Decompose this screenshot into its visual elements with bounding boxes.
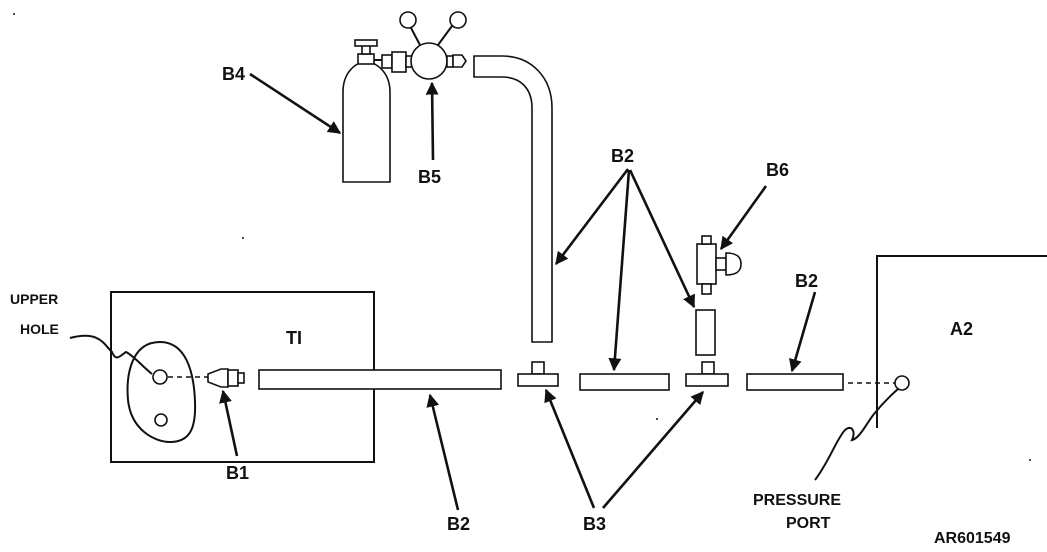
b5-arrow [425, 81, 439, 161]
b2-top-label: B2 [611, 146, 634, 166]
long-tube [258, 369, 502, 390]
b2-right-label: B2 [795, 271, 818, 291]
valve [696, 235, 742, 295]
b1-adapter [207, 368, 245, 388]
b2-arrow-to-hose [554, 168, 630, 266]
b3-arrow-right [602, 391, 704, 509]
tee-fitting-left [517, 361, 559, 387]
curved-hose [473, 55, 553, 343]
a2-box [876, 255, 1047, 428]
figure-id: AR601549 [934, 530, 1011, 547]
b2-right-arrow [789, 291, 817, 373]
b4-label: B4 [222, 64, 245, 84]
pressure-port [894, 375, 910, 391]
upper-hole-leader [69, 334, 153, 375]
b3-label: B3 [583, 514, 606, 534]
upper-hole-label-2: HOLE [20, 321, 59, 337]
b1-label: B1 [226, 463, 249, 483]
b4-arrow [249, 72, 342, 135]
speck [13, 13, 15, 15]
b6-arrow [719, 185, 768, 251]
ti-label: TI [286, 328, 302, 348]
pressure-port-label-2: PORT [786, 515, 831, 532]
speck [1029, 459, 1031, 461]
short-tube-vertical [695, 309, 716, 356]
b6-label: B6 [766, 160, 789, 180]
port-plate [126, 340, 197, 444]
b5-label: B5 [418, 167, 441, 187]
upper-hole-label-1: UPPER [10, 291, 58, 307]
short-tube-right [746, 373, 844, 391]
b2-bottom-label: B2 [447, 514, 470, 534]
speck [656, 418, 658, 420]
a2-label: A2 [950, 319, 973, 339]
b1-arrow [219, 389, 239, 457]
tee-fitting-right [685, 361, 729, 387]
upper-hole [152, 369, 168, 385]
b2-arrow-to-vertical-tube [628, 169, 696, 309]
pressure-port-label-1: PRESSURE [753, 492, 841, 509]
speck [242, 237, 244, 239]
b3-arrow-left [544, 388, 596, 509]
b2-bottom-arrow [426, 393, 460, 511]
lower-hole [154, 413, 168, 427]
short-tube-center [579, 373, 670, 391]
regulator [381, 11, 467, 80]
b2-arrow-to-center-tube [608, 169, 631, 372]
pressure-port-leader [814, 388, 899, 481]
